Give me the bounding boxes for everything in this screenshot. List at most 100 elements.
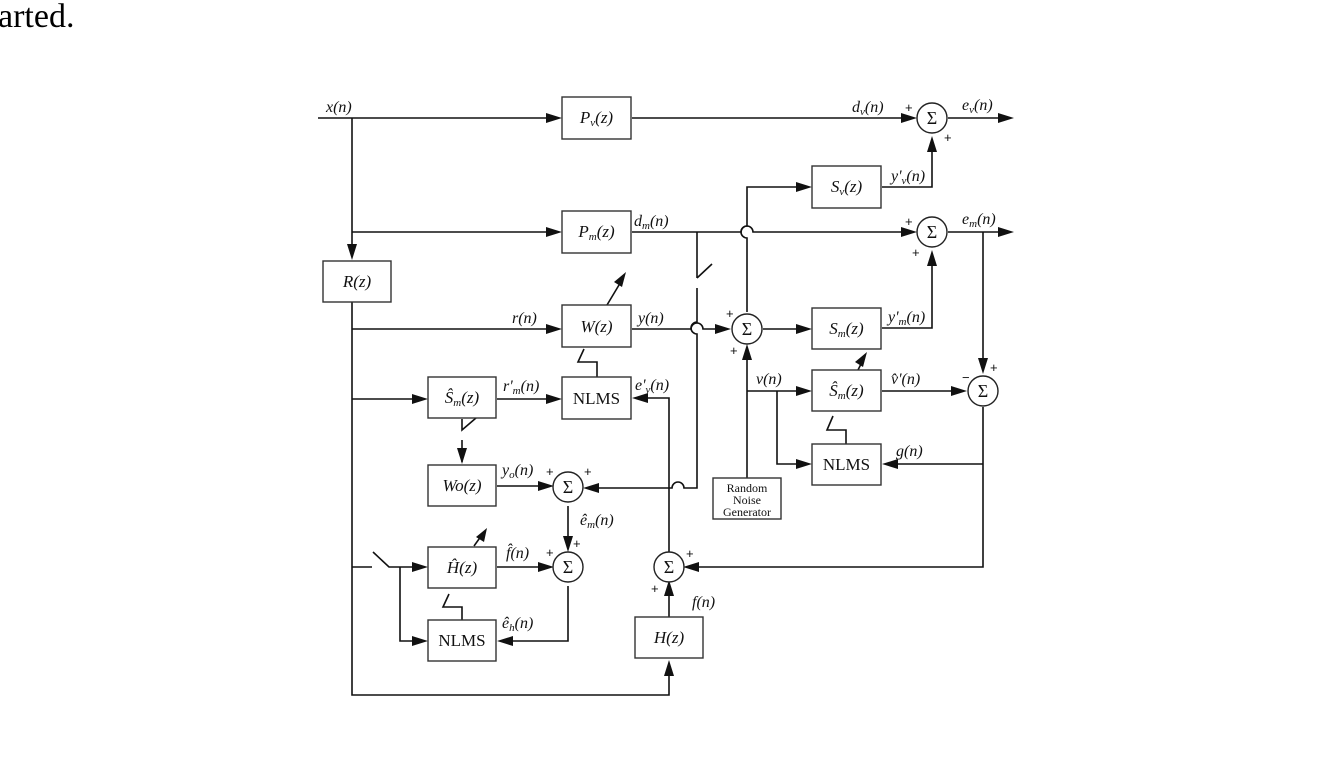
- label-f: f(n): [692, 594, 715, 611]
- wire-hswitch-to-nlms: [399, 567, 418, 642]
- svg-text:NLMS: NLMS: [438, 631, 485, 650]
- arrow-to-hhat: [412, 562, 428, 572]
- svg-text:W(z): W(z): [580, 317, 612, 336]
- plus-sign: +: [573, 536, 581, 551]
- block-pv: Pv(z): [561, 96, 632, 140]
- arrow-to-sum-ev: [901, 113, 917, 123]
- wire-smhat-to-wo: [461, 417, 477, 432]
- svg-text:Ŝm(z): Ŝm(z): [445, 388, 480, 409]
- arrow-g-to-nlms: [882, 459, 898, 469]
- arrow-em-out: [998, 227, 1014, 237]
- label-r: r(n): [512, 310, 537, 327]
- label-fhat: f̂(n): [506, 543, 529, 562]
- label-emhat: êm(n): [580, 512, 614, 531]
- minus-sign: −: [962, 370, 970, 385]
- arrow-hhat-adapt: [476, 528, 487, 542]
- plus-sign: +: [990, 360, 998, 375]
- plus-sign: +: [546, 545, 554, 560]
- label-v: v(n): [756, 371, 782, 388]
- block-smhat-top: Ŝm(z): [811, 369, 882, 412]
- label-dm: dm(n): [634, 213, 669, 232]
- sum-ev-prime: Σ: [653, 551, 685, 583]
- svg-text:Generator: Generator: [723, 505, 771, 519]
- label-ym-prime: y'm(n): [886, 309, 925, 328]
- wire-nlmsh-to-hhat: [441, 593, 463, 622]
- arrowheads: [347, 113, 1014, 676]
- switch-dm: [696, 263, 713, 279]
- label-vhat-prime: v̂'(n): [891, 371, 920, 388]
- plus-sign: +: [686, 546, 694, 561]
- svg-text:Σ: Σ: [563, 557, 573, 577]
- arrow-v-to-nlms: [796, 459, 812, 469]
- svg-text:R(z): R(z): [342, 272, 372, 291]
- plus-sign: +: [651, 581, 659, 596]
- svg-text:Σ: Σ: [978, 381, 988, 401]
- arrow-to-nlms-h: [412, 636, 428, 646]
- arrow-em-down: [978, 358, 988, 374]
- sum-em: Σ: [916, 216, 948, 248]
- label-g: g(n): [896, 443, 923, 460]
- arrow-to-pm: [546, 227, 562, 237]
- arrow-ev-out: [998, 113, 1014, 123]
- block-wo: Wo(z): [427, 464, 497, 507]
- label-em: em(n): [962, 211, 996, 230]
- svg-text:H(z): H(z): [653, 628, 685, 647]
- plus-sign: +: [912, 245, 920, 260]
- arrow-sv-up: [927, 136, 937, 152]
- arrow-ev-prime: [632, 393, 648, 403]
- svg-text:Σ: Σ: [563, 477, 573, 497]
- block-smhat-left: Ŝm(z): [427, 376, 497, 419]
- block-hhat: Ĥ(z): [427, 546, 497, 589]
- svg-text:Σ: Σ: [927, 108, 937, 128]
- arrow-sm-up: [927, 250, 937, 266]
- plus-sign: +: [944, 130, 952, 145]
- label-dv: dv(n): [852, 99, 884, 118]
- label-rm-prime: r'm(n): [503, 378, 539, 397]
- wire-eh-feedback: [510, 586, 569, 642]
- svg-text:Pm(z): Pm(z): [577, 222, 615, 243]
- block-nlms-w: NLMS: [561, 376, 632, 420]
- arrow-to-wo: [457, 448, 467, 464]
- arrow-to-w: [546, 324, 562, 334]
- arrow-to-pv: [546, 113, 562, 123]
- svg-text:Sv(z): Sv(z): [831, 177, 863, 198]
- block-sv: Sv(z): [811, 165, 882, 209]
- label-ehhat: êh(n): [502, 615, 533, 634]
- svg-text:Σ: Σ: [742, 319, 752, 339]
- blocks: Pv(z) Pm(z) Sv(z) R(z) W(z) Sm(z) Ŝm(z): [322, 96, 882, 662]
- sign-marks: + + + + + + − + + + + + + +: [546, 100, 998, 596]
- wire-sm-to-sum: [882, 264, 933, 329]
- label-yo: yo(n): [500, 462, 533, 481]
- plus-sign: +: [584, 464, 592, 479]
- block-random-noise-generator: Random Noise Generator: [712, 477, 782, 520]
- arrow-smhat-adapt: [855, 352, 867, 367]
- wire-v-to-nlms: [776, 391, 800, 465]
- svg-text:Random: Random: [727, 481, 768, 495]
- block-w: W(z): [561, 304, 632, 348]
- svg-text:Wo(z): Wo(z): [442, 476, 481, 495]
- arrow-yo-to-sum: [538, 481, 554, 491]
- summing-junctions: Σ Σ Σ Σ Σ Σ Σ: [552, 102, 999, 583]
- wire-g-vertical: [696, 407, 984, 568]
- svg-text:Σ: Σ: [664, 557, 674, 577]
- arrow-emhat-down: [563, 536, 573, 552]
- switch-h: [372, 551, 418, 568]
- block-pm: Pm(z): [561, 210, 632, 254]
- arrow-vhat-to-sum: [951, 386, 967, 396]
- block-nlms-s: NLMS: [811, 443, 882, 486]
- wire-nlms-to-w: [576, 348, 598, 379]
- arrow-to-sm: [796, 324, 812, 334]
- arrow-to-smhat-top: [796, 386, 812, 396]
- sum-g: Σ: [967, 375, 999, 407]
- label-ev: ev(n): [962, 97, 993, 116]
- sum-eh: Σ: [552, 551, 584, 583]
- block-r: R(z): [322, 260, 392, 303]
- arrow-h-to-sum: [664, 580, 674, 596]
- svg-text:Ŝm(z): Ŝm(z): [829, 381, 864, 402]
- arrow-to-h: [664, 660, 674, 676]
- signal-labels: x(n) dv(n) ev(n) y'v(n) dm(n) em(n) r(n)…: [325, 97, 996, 634]
- wire-dm-to-sum: [632, 225, 905, 233]
- svg-text:Σ: Σ: [927, 222, 937, 242]
- sum-ev: Σ: [916, 102, 948, 134]
